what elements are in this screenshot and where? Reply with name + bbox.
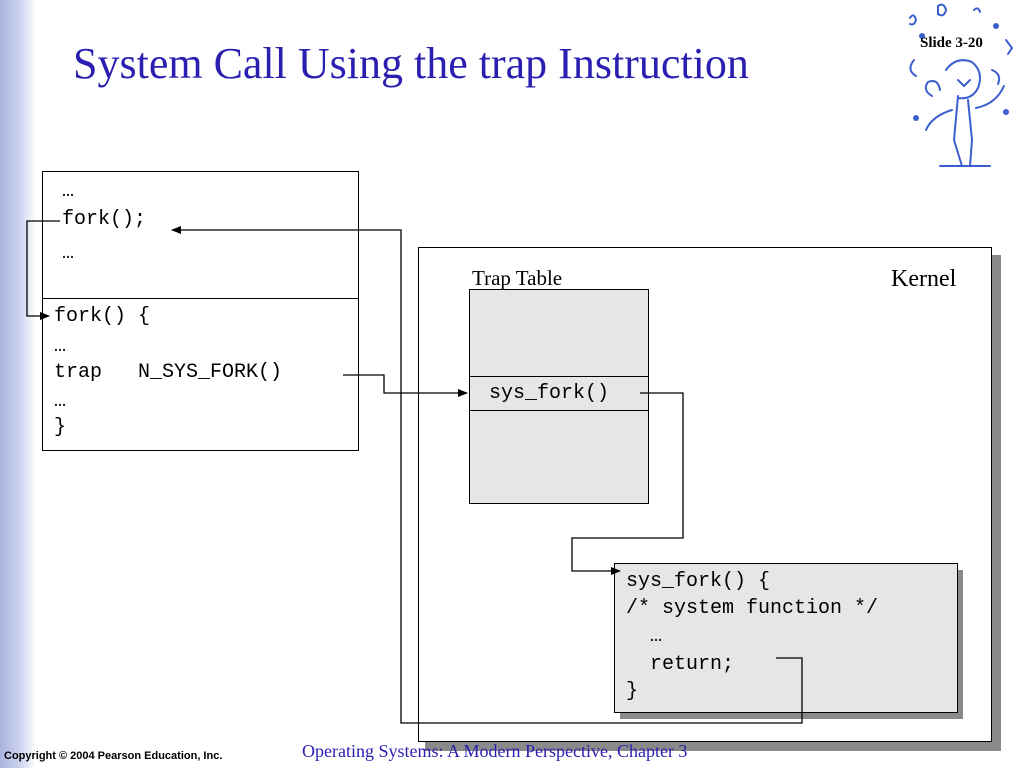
- kernel-label: Kernel: [891, 266, 957, 292]
- library-fork-header: fork() {: [54, 305, 151, 328]
- user-program-box: [42, 171, 359, 299]
- sys-fork-comment: /* system function */: [626, 597, 879, 620]
- library-line: …: [54, 390, 67, 413]
- user-program-line: …: [62, 242, 75, 265]
- library-closing-brace: }: [54, 416, 67, 439]
- user-program-line: …: [62, 180, 75, 203]
- sys-fork-closing-brace: }: [626, 680, 639, 703]
- sys-fork-header: sys_fork() {: [626, 570, 771, 593]
- user-program-fork-call: fork();: [62, 208, 147, 231]
- slide-title: System Call Using the trap Instruction: [73, 39, 749, 88]
- library-trap-instruction: trap N_SYS_FORK(): [54, 361, 283, 384]
- musician-logo-icon: [909, 3, 1014, 167]
- trap-table-label: Trap Table: [472, 266, 563, 290]
- trap-table-entry-label: sys_fork(): [489, 382, 610, 405]
- book-reference: Operating Systems: A Modern Perspective,…: [302, 741, 688, 761]
- sys-fork-line: …: [626, 625, 663, 648]
- library-line: …: [54, 335, 67, 358]
- left-gradient-bar: [0, 0, 36, 768]
- copyright-notice: Copyright © 2004 Pearson Education, Inc.: [4, 750, 223, 762]
- sys-fork-return: return;: [626, 653, 735, 676]
- slide-number: Slide 3-20: [920, 35, 983, 51]
